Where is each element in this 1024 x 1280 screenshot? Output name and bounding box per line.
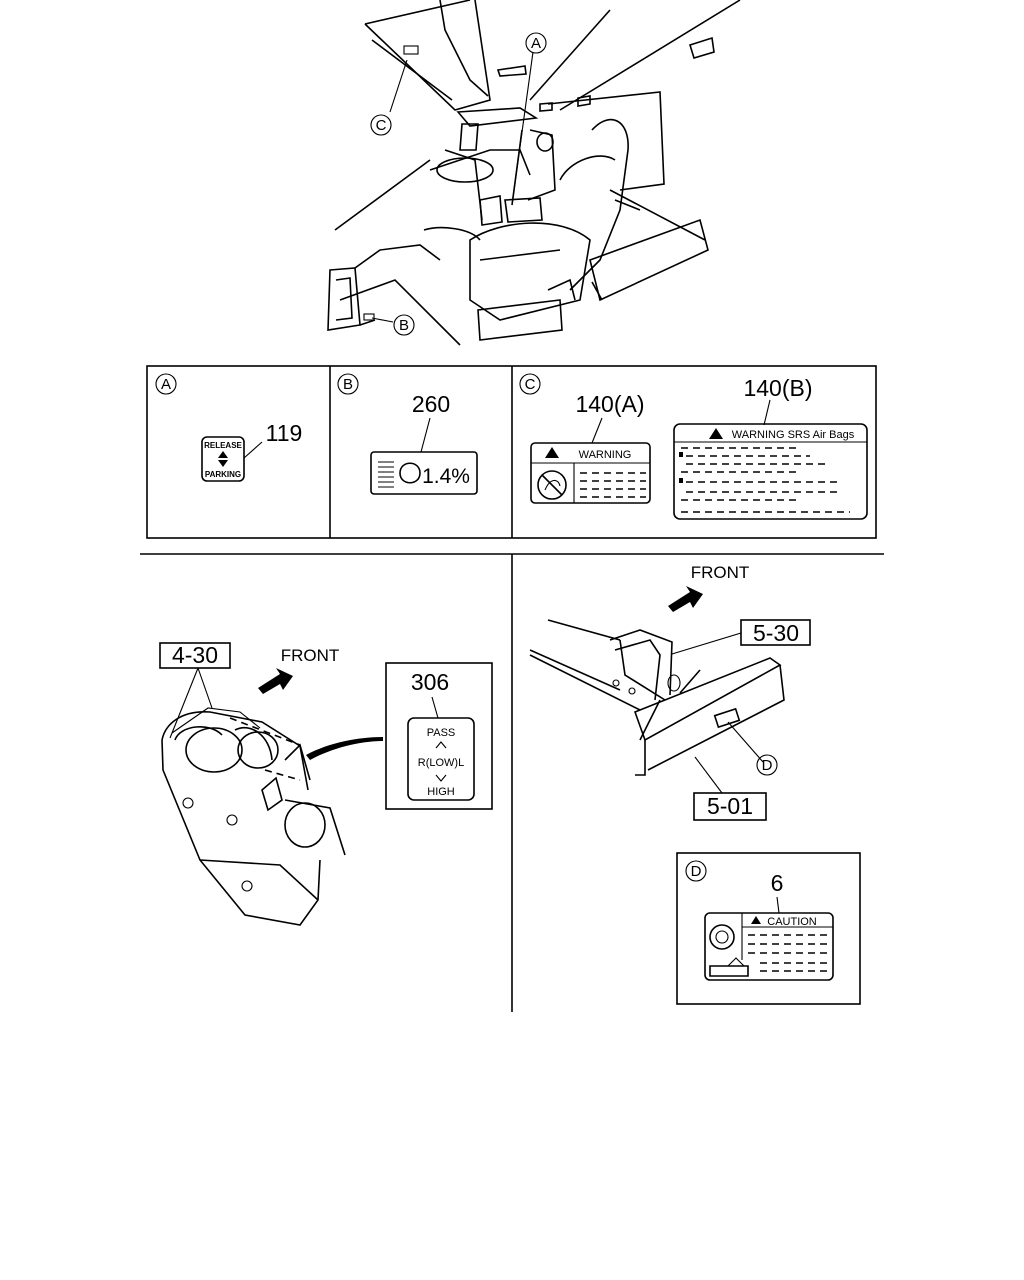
svg-text:WARNING: WARNING	[579, 449, 632, 461]
part-number-119: 119	[266, 420, 303, 446]
part-number-140a: 140(A)	[575, 391, 644, 417]
warning-label-140a	[530, 442, 651, 504]
svg-text:RELEASE: RELEASE	[204, 441, 242, 450]
caution-label	[704, 912, 834, 981]
svg-text:A: A	[531, 35, 541, 52]
panel-c: C 140(A) 140(B) WARNING WARNING SRS Air …	[519, 373, 868, 520]
front-label-right: FRONT	[691, 563, 750, 582]
front-arrow-icon	[668, 586, 703, 612]
warning-triangle-icon	[709, 428, 723, 439]
warning-srs-airbag-label	[673, 423, 868, 520]
assembly-number-box	[159, 642, 231, 669]
assembly-number-4-30: 4-30	[172, 642, 218, 668]
svg-text:R(LOW)L: R(LOW)L	[418, 757, 464, 769]
assembly-number-5-01: 5-01	[707, 793, 753, 819]
svg-text:PASS: PASS	[427, 727, 456, 739]
combination-switch-illustration: 4-30 FRONT 306 PASS R(LOW)L HIGH	[159, 642, 493, 926]
svg-text:PARKING: PARKING	[205, 470, 241, 479]
assembly-box-5-01	[693, 792, 767, 821]
callout-d-frame: D	[756, 754, 778, 776]
headlamp-leveling-label	[370, 451, 478, 495]
callout-a-top: A	[525, 32, 547, 54]
svg-text:WARNING SRS Air Bags: WARNING SRS Air Bags	[732, 429, 855, 441]
panel-d-frame	[676, 852, 861, 1005]
arrow-down-icon	[218, 460, 228, 467]
no-child-seat-icon	[537, 470, 567, 500]
front-label: FRONT	[281, 646, 340, 665]
warning-triangle-icon	[545, 447, 559, 458]
warning-triangle-icon	[751, 916, 761, 924]
svg-text:C: C	[376, 117, 387, 134]
callout-c-top: C	[370, 114, 392, 136]
svg-text:CAUTION: CAUTION	[767, 916, 817, 928]
svg-text:1.4%: 1.4%	[422, 465, 470, 488]
release-parking-label	[201, 436, 245, 482]
arrow-up-icon	[218, 451, 228, 458]
svg-text:D: D	[762, 757, 773, 774]
beam-switch-label	[407, 717, 475, 801]
part-number-6: 6	[771, 870, 784, 896]
svg-text:C: C	[525, 376, 536, 393]
frame-illustration: FRONT 5-30 D 5-01	[529, 563, 811, 821]
switch-label-frame	[385, 662, 493, 810]
assembly-box-5-30	[740, 619, 811, 646]
dial-icon	[709, 924, 735, 950]
callout-b-top: B	[393, 314, 415, 336]
svg-text:B: B	[343, 376, 353, 393]
part-number-260: 260	[412, 391, 450, 417]
svg-text:A: A	[161, 376, 171, 393]
assembly-number-5-30: 5-30	[753, 620, 799, 646]
svg-text:B: B	[399, 317, 409, 334]
part-number-306: 306	[411, 669, 449, 695]
panel-a: A 119 RELEASE PARKING	[155, 373, 303, 482]
front-arrow-icon	[258, 668, 293, 694]
part-number-140b: 140(B)	[743, 375, 812, 401]
svg-text:HIGH: HIGH	[427, 786, 455, 798]
cab-interior-illustration	[327, 0, 741, 346]
panel-b: B 260 1.4%	[337, 373, 478, 495]
panel-d: D 6 CAUTION	[676, 852, 861, 1005]
svg-text:D: D	[691, 863, 702, 880]
headlamp-beam-icon	[378, 461, 421, 488]
